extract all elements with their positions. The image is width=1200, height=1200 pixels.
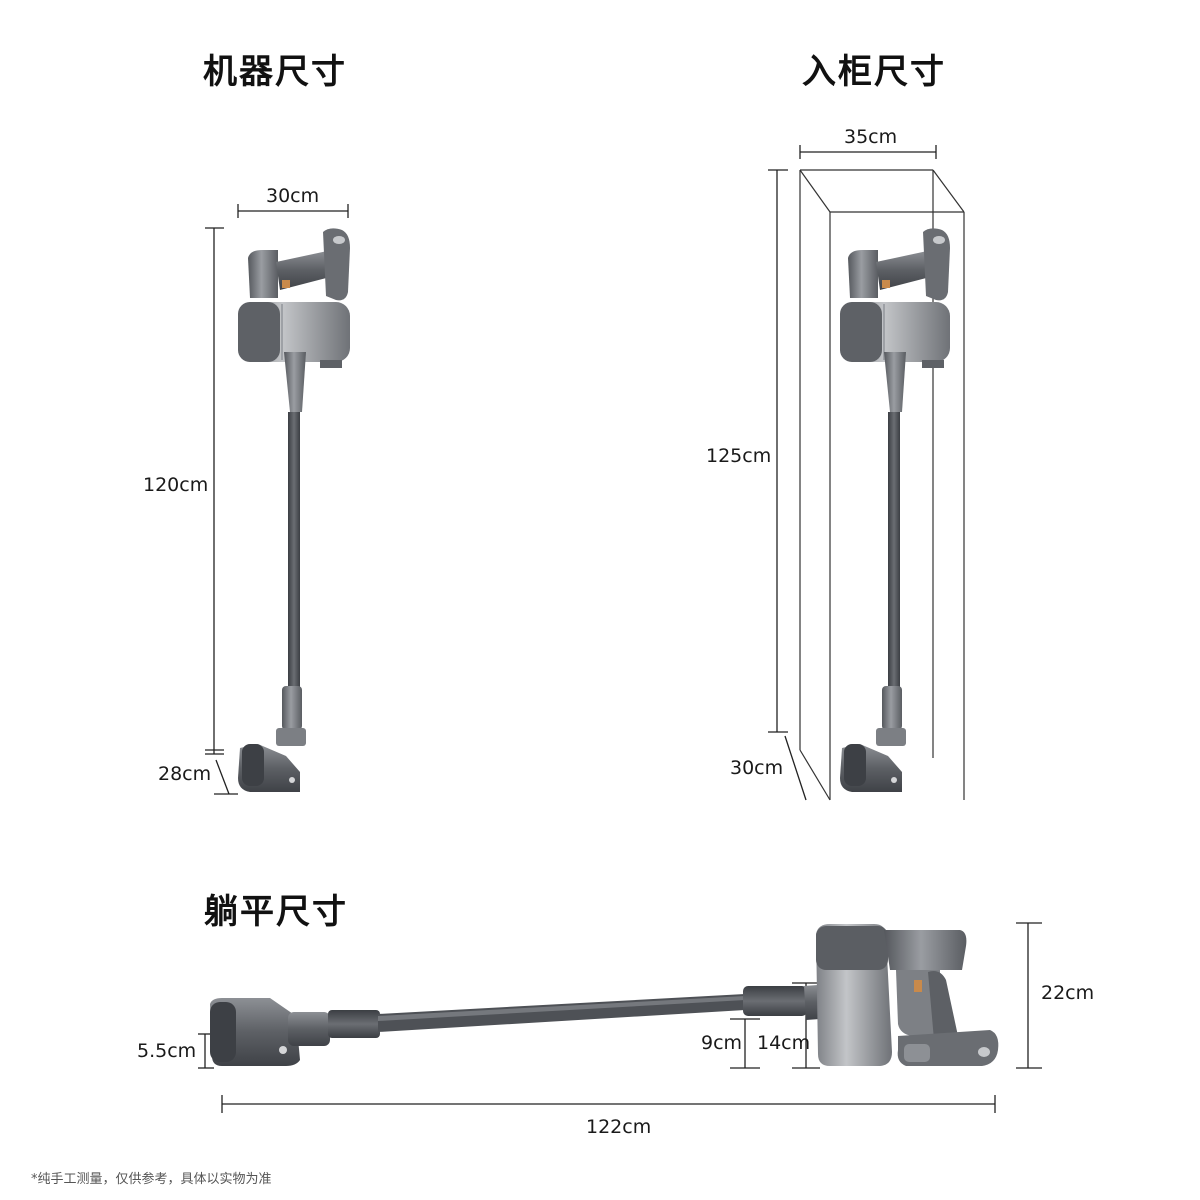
footnote: *纯手工测量，仅供参考，具体以实物为准 — [31, 1172, 272, 1187]
title-flat-size: 躺平尺寸 — [204, 892, 348, 932]
flat-head-height-label: 5.5cm — [137, 1040, 197, 1062]
machine-width-label: 30cm — [266, 185, 320, 207]
title-machine-size: 机器尺寸 — [203, 52, 347, 92]
machine-height-label: 120cm — [143, 474, 209, 496]
flat-tube-clearance-label: 9cm — [701, 1032, 743, 1054]
cabinet-dimension-lines — [768, 145, 937, 801]
flat-total-height-label: 22cm — [1041, 982, 1095, 1004]
vacuum-upright-machine — [238, 228, 350, 792]
flat-total-length-label: 122cm — [586, 1116, 652, 1138]
vacuum-upright-cabinet — [840, 228, 950, 792]
machine-dimension-lines — [205, 204, 349, 795]
flat-body-clearance-label: 14cm — [757, 1032, 811, 1054]
cabinet-height-label: 125cm — [706, 445, 772, 467]
title-cabinet-size: 入柜尺寸 — [802, 52, 946, 92]
cabinet-width-label: 35cm — [844, 126, 898, 148]
machine-head-depth-label: 28cm — [158, 763, 212, 785]
flat-dimension-lines — [198, 922, 1042, 1113]
cabinet-depth-label: 30cm — [730, 757, 784, 779]
vacuum-lying-flat — [210, 924, 999, 1066]
